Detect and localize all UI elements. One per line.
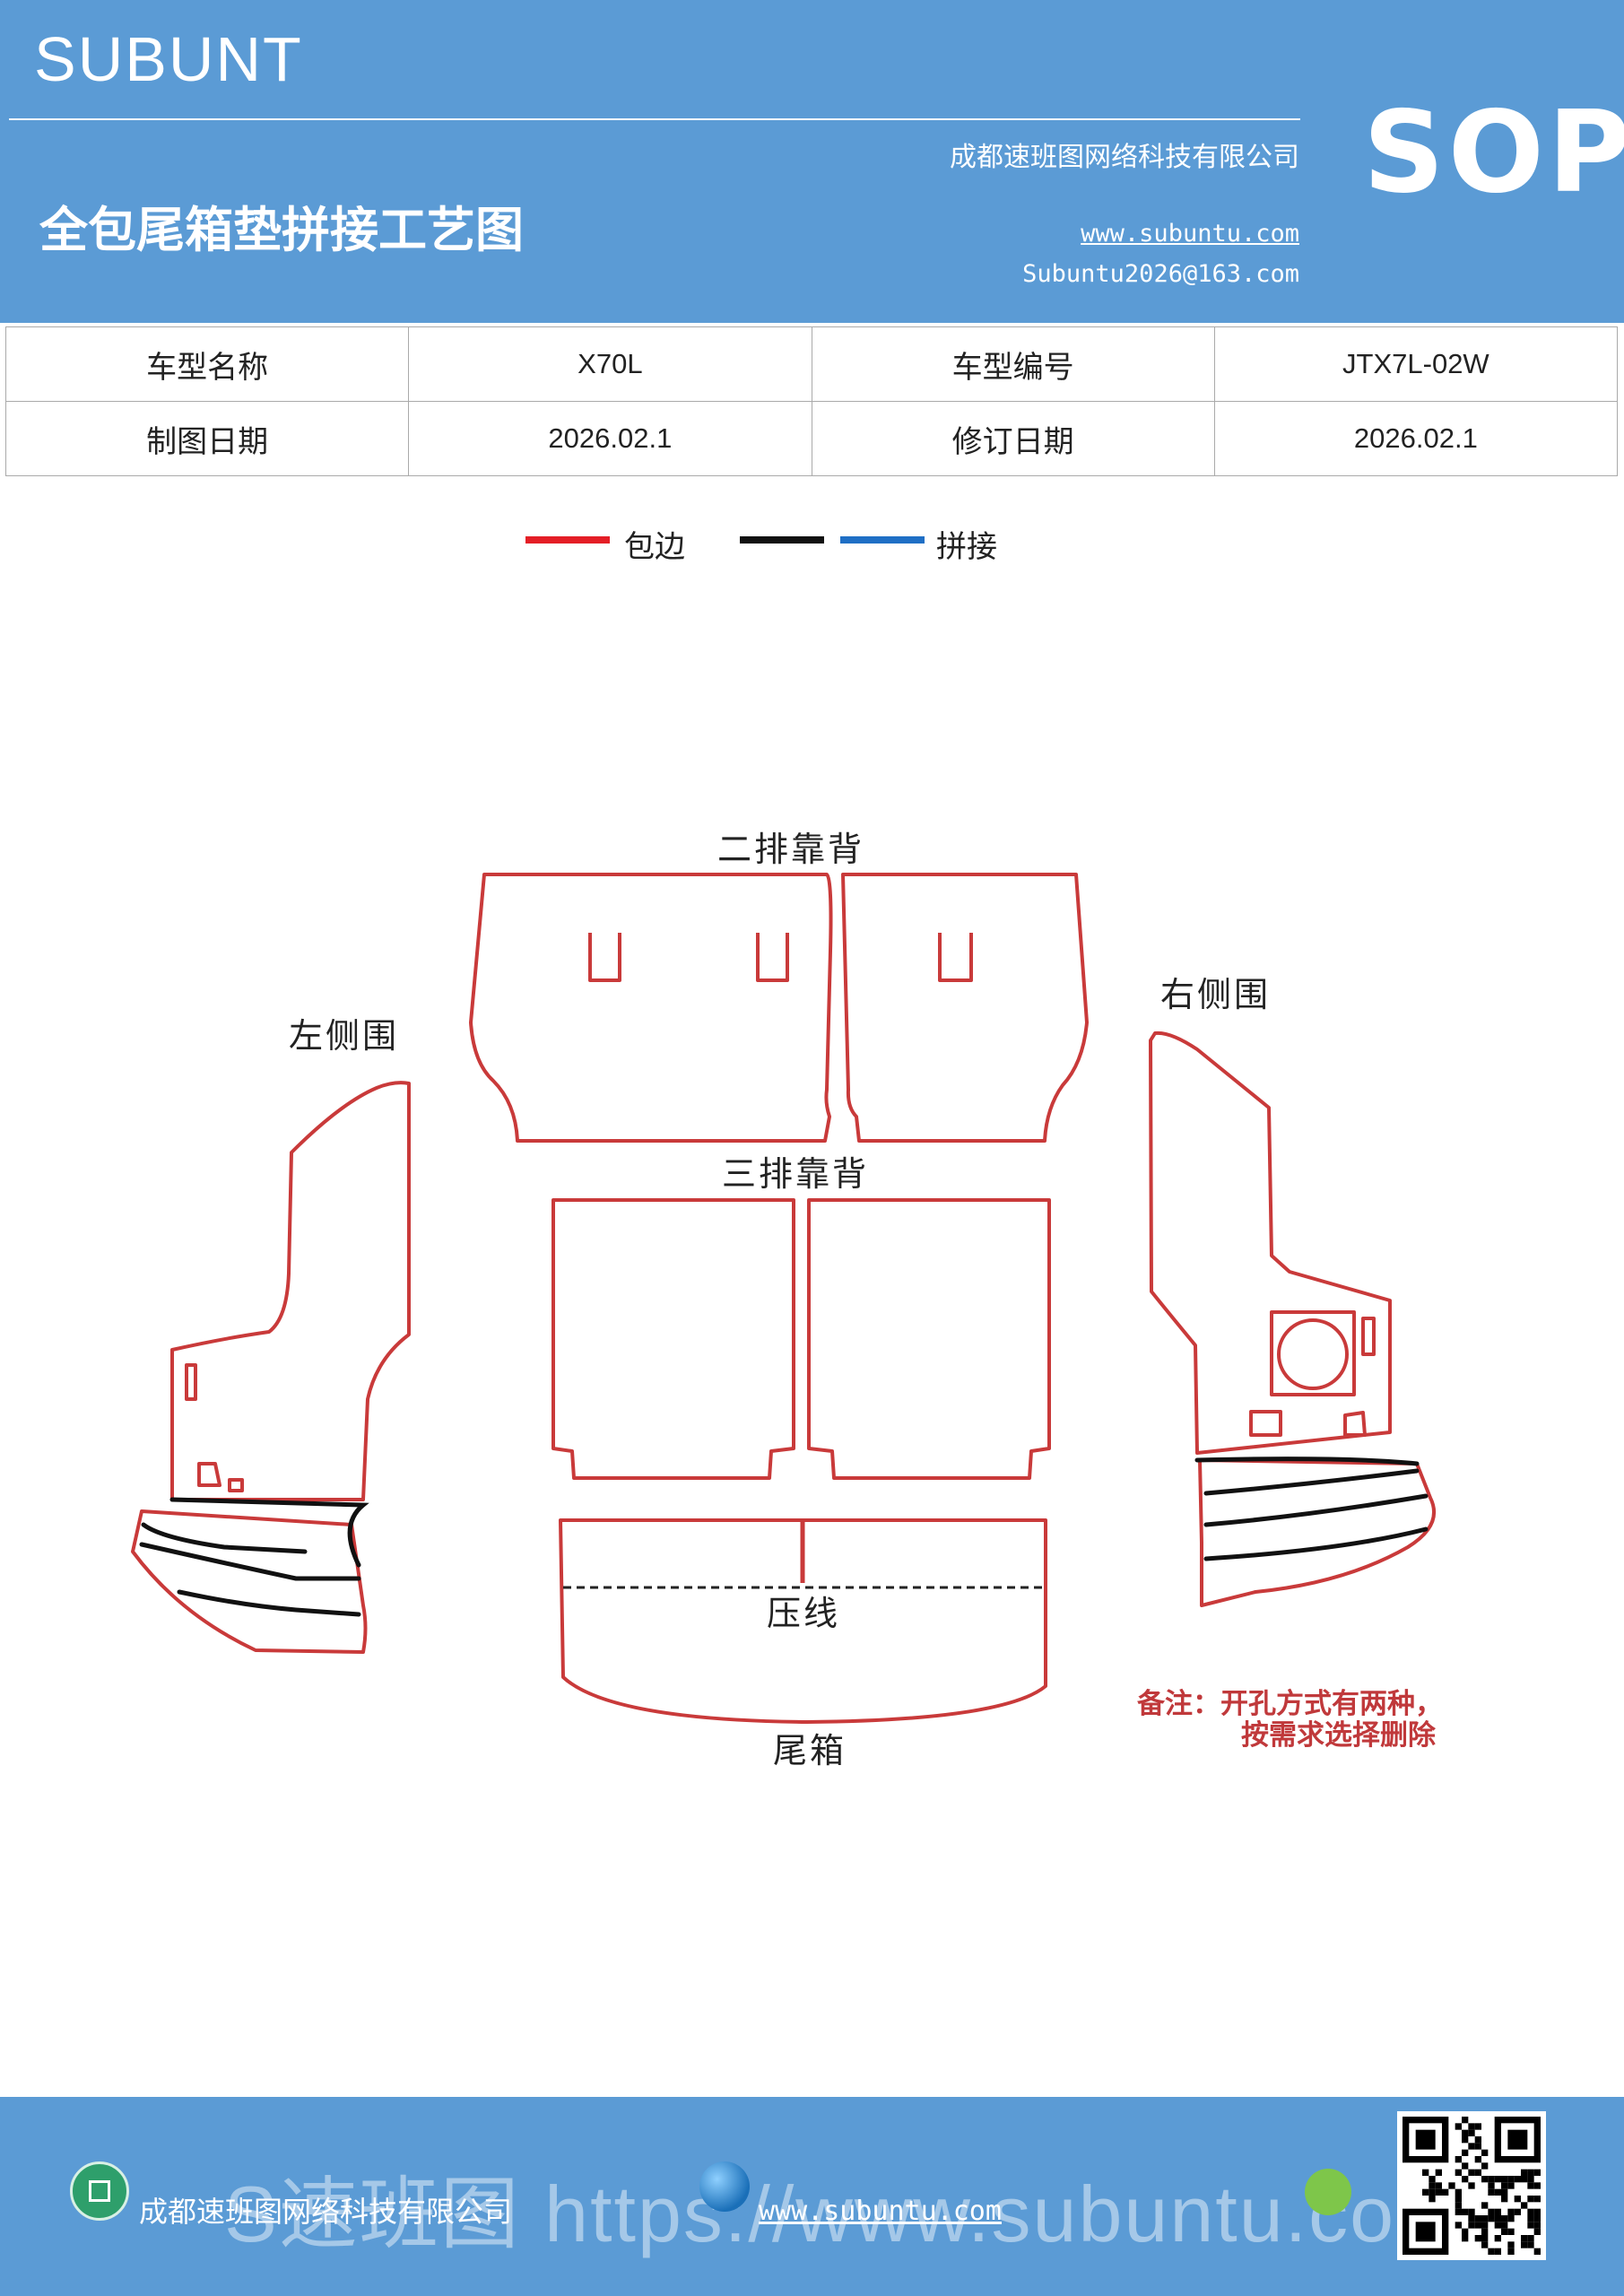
left-side-panel — [170, 1081, 411, 1501]
globe-icon — [699, 2161, 750, 2212]
label-trunk: 尾箱 — [773, 1731, 847, 1770]
info-table: 车型名称 X70L 车型编号 JTX7L-02W 制图日期 2026.02.1 … — [4, 326, 1619, 476]
third-row-left-panel — [551, 1198, 795, 1480]
left-side-hole-1 — [197, 1462, 221, 1487]
note-line-2: 按需求选择删除 — [1241, 1719, 1437, 1752]
legend-splice-swatch — [840, 536, 925, 544]
right-side-fan-icon — [1277, 1318, 1349, 1390]
right-side-round-hole — [1343, 1411, 1367, 1437]
right-side-lower-strip — [1198, 1458, 1436, 1607]
second-row-right-panel — [841, 873, 1089, 1143]
label-draw-date: 制图日期 — [4, 401, 410, 476]
value-model-code: JTX7L-02W — [1213, 326, 1619, 402]
note-line-1: 备注：开孔方式有两种， — [1136, 1688, 1443, 1720]
left-side-slot — [185, 1363, 197, 1401]
label-left-side: 左侧围 — [289, 1016, 399, 1056]
label-model-name: 车型名称 — [4, 326, 410, 402]
header-banner: SUBUNT 全包尾箱垫拼接工艺图 成都速班图网络科技有限公司 www.subu… — [0, 0, 1624, 323]
right-strip-splice-1 — [1194, 1457, 1420, 1466]
right-side-slot — [1361, 1317, 1376, 1356]
legend: 包边 拼接 — [0, 520, 1624, 574]
right-side-panel — [1149, 1031, 1392, 1455]
label-press-line: 压线 — [767, 1594, 840, 1633]
right-strip-splice-4 — [1203, 1526, 1429, 1561]
left-side-lower-strip — [131, 1509, 368, 1654]
pattern-diagram: 二排靠背 三排靠背 左侧围 右侧围 压线 尾箱 备注：开孔方式有两种， 按需求选… — [131, 830, 1443, 1770]
legend-edge-swatch — [525, 536, 610, 544]
left-strip-splice-4 — [177, 1589, 361, 1617]
right-side-fan-frame — [1270, 1310, 1356, 1396]
value-revision-date: 2026.02.1 — [1213, 401, 1619, 476]
legend-black-swatch — [740, 536, 824, 544]
left-strip-splice-2 — [141, 1522, 308, 1554]
second-row-left-slot-2 — [756, 933, 789, 982]
wechat-icon — [1305, 2169, 1351, 2215]
trunk-panel — [559, 1518, 1047, 1724]
company-name: 成都速班图网络科技有限公司 — [950, 142, 1299, 173]
footer-website-link[interactable]: www.subuntu.com — [759, 2196, 1002, 2227]
website-link[interactable]: www.subuntu.com — [1081, 220, 1299, 248]
value-model-name: X70L — [408, 326, 812, 402]
legend-splice-label: 拼接 — [936, 529, 997, 565]
second-row-left-slot-1 — [588, 933, 621, 982]
table-row: 制图日期 2026.02.1 修订日期 2026.02.1 — [4, 401, 1619, 476]
header-divider — [9, 118, 1300, 120]
left-strip-splice-1 — [169, 1497, 369, 1568]
second-row-right-slot — [938, 933, 973, 982]
second-row-left-panel — [469, 873, 833, 1143]
footer-banner: S速班图 https://www.subuntu.com 成都速班图网络科技有限… — [0, 2097, 1624, 2296]
footer-company-name: 成都速班图网络科技有限公司 — [139, 2195, 513, 2229]
left-strip-splice-3 — [139, 1542, 361, 1581]
label-revision-date: 修订日期 — [811, 401, 1215, 476]
left-side-hole-2 — [228, 1478, 244, 1492]
page-title: 全包尾箱垫拼接工艺图 — [39, 202, 524, 258]
footer-watermark: S速班图 https://www.subuntu.com — [224, 2170, 1463, 2258]
third-row-right-panel — [807, 1198, 1051, 1480]
sop-badge: SOP — [1363, 86, 1624, 218]
label-model-code: 车型编号 — [811, 326, 1215, 402]
label-third-row-backrest: 三排靠背 — [722, 1154, 869, 1194]
right-side-rect-hole — [1249, 1410, 1282, 1437]
email-address[interactable]: Subuntu2026@163.com — [1022, 260, 1299, 288]
building-icon — [70, 2161, 129, 2221]
label-right-side: 右侧围 — [1160, 975, 1271, 1014]
qr-code — [1397, 2111, 1546, 2260]
legend-edge-label: 包边 — [624, 529, 685, 565]
brand-name: SUBUNT — [34, 24, 303, 94]
table-row: 车型名称 X70L 车型编号 JTX7L-02W — [4, 326, 1619, 402]
value-draw-date: 2026.02.1 — [408, 401, 812, 476]
right-strip-splice-2 — [1203, 1468, 1420, 1496]
right-strip-splice-3 — [1203, 1493, 1429, 1527]
label-second-row-backrest: 二排靠背 — [717, 830, 864, 869]
